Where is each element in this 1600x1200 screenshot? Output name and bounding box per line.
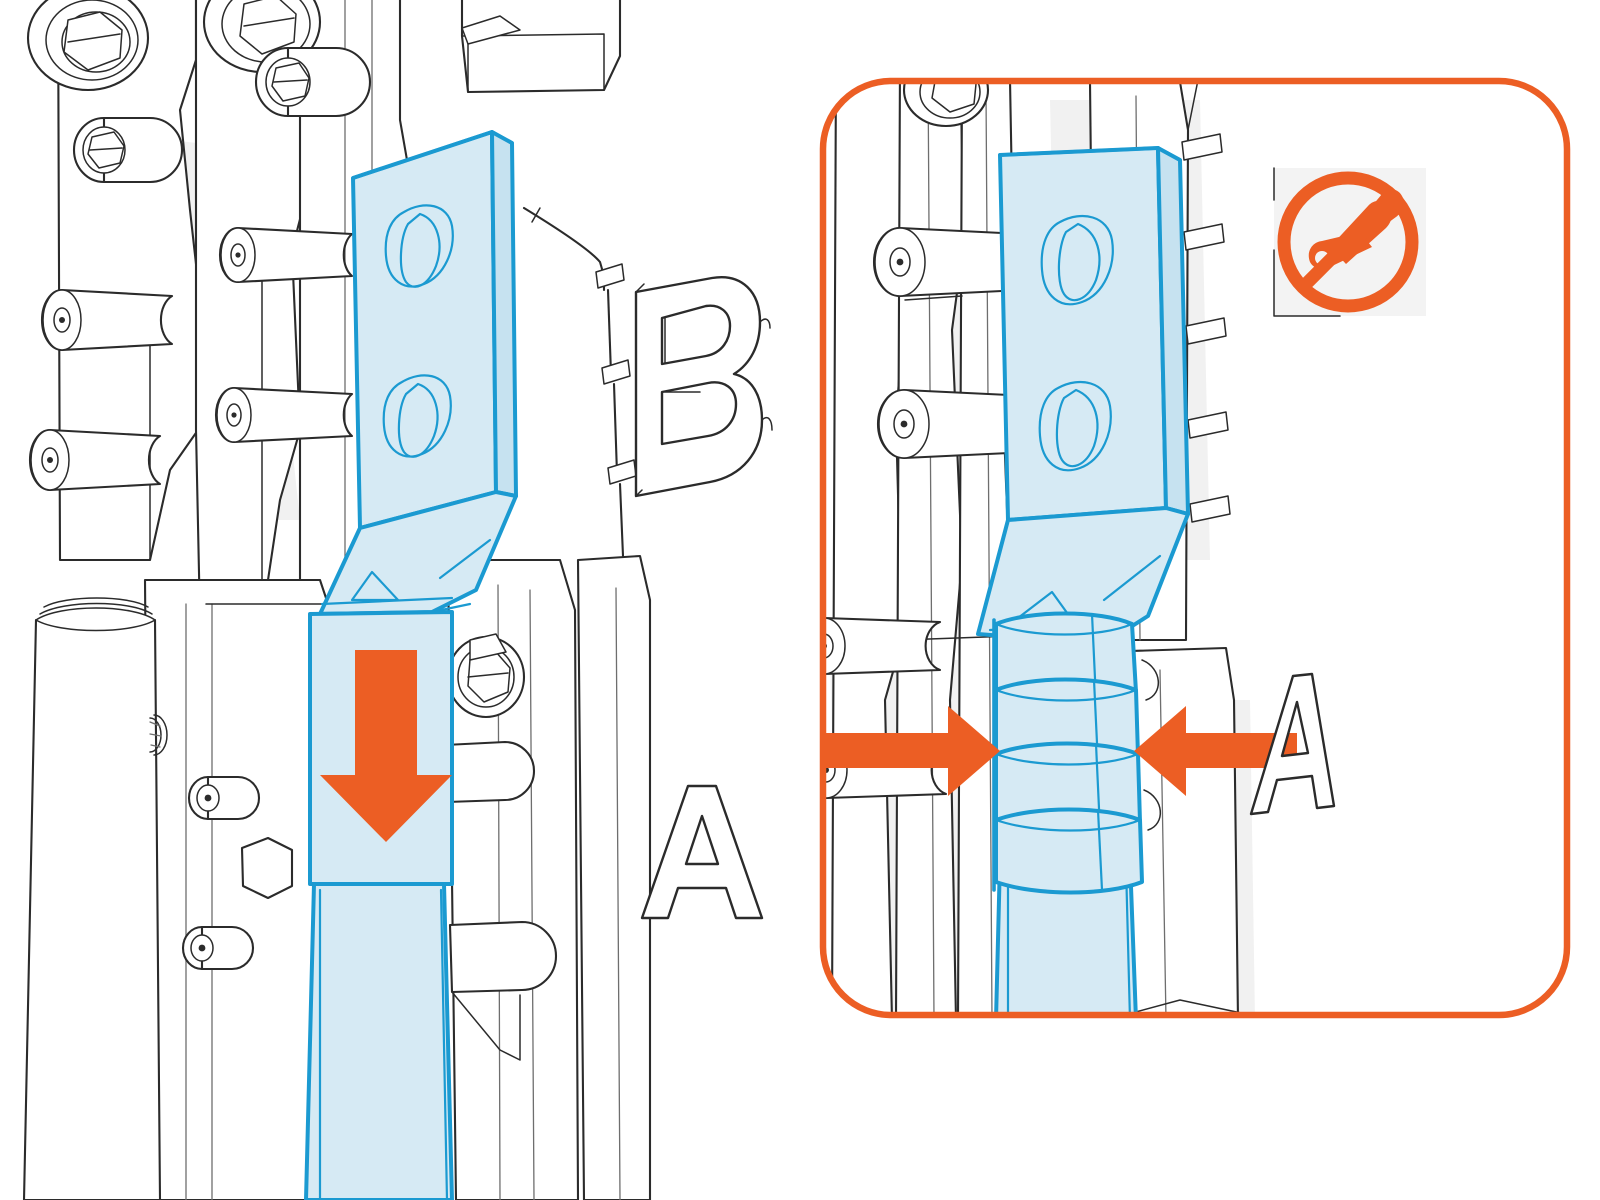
detail-pin-2 [876, 388, 1032, 460]
socket-pin-lower-1 [187, 775, 261, 821]
highlighted-bracket-detail [976, 146, 1190, 646]
arrow-right-detail [823, 706, 1000, 796]
arrow-down-main [320, 650, 452, 842]
strap-wrap-coils [992, 611, 1162, 1015]
socket-pin-lower-2 [181, 925, 255, 971]
hex-bolt-center [446, 633, 526, 719]
detail-view-content [823, 81, 1567, 1015]
label-a-detail [1249, 672, 1336, 816]
label-b-main [634, 276, 773, 498]
highlighted-bracket-main [304, 130, 518, 1200]
bracket-hole-lower [382, 374, 452, 458]
cylindrical-pin-3 [218, 226, 354, 284]
detail-panel-border [819, 77, 1571, 1019]
arrow-left-detail [1134, 706, 1297, 796]
detail-pin-1 [872, 226, 1024, 298]
no-pliers-icon [1273, 167, 1426, 317]
detail-bracket-hole-lower [1038, 380, 1112, 472]
cylindrical-pin-1 [41, 288, 174, 352]
hex-bolt-upper-left [26, 0, 150, 92]
label-a-main [640, 784, 764, 920]
guide-tab-1 [443, 740, 535, 804]
socket-pin-left-1 [72, 116, 184, 184]
detail-hex-bolt-top [902, 81, 990, 128]
left-cylindrical-post [22, 597, 168, 1200]
hex-nut-mid [240, 836, 294, 900]
detail-left-plates [830, 81, 1016, 1015]
guide-tab-2 [448, 920, 558, 1061]
socket-pin-left-2 [254, 46, 372, 118]
bracket-hole-upper [384, 204, 454, 288]
detail-bracket-hole-upper [1040, 214, 1114, 306]
cylindrical-pin-4 [214, 386, 354, 444]
cylindrical-pin-2 [29, 428, 162, 492]
top-right-frame [460, 0, 622, 94]
